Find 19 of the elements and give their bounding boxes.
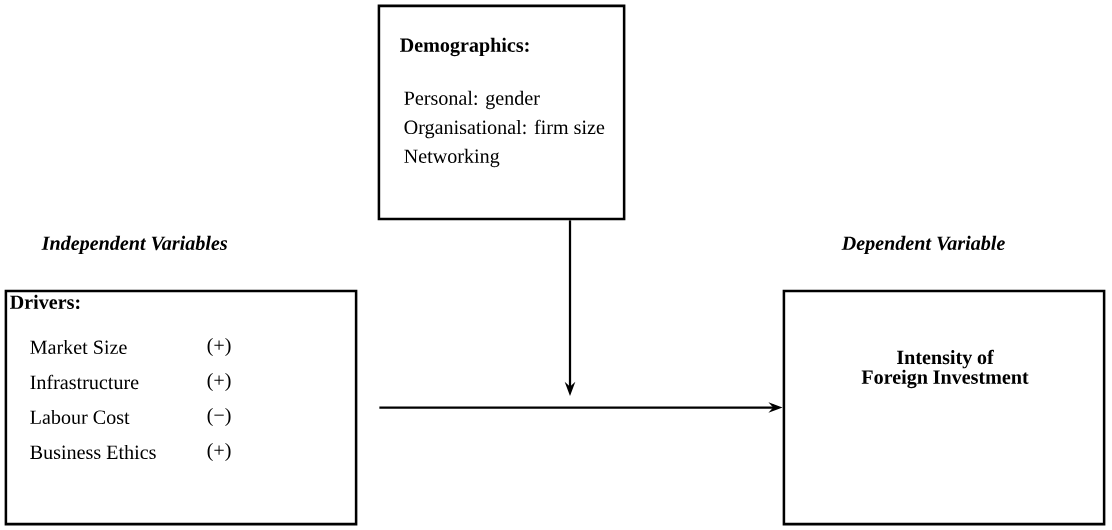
box-heading: Demographics:	[400, 37, 529, 57]
box-text: Labour Cost	[30, 409, 130, 425]
box-text: (+)	[207, 442, 231, 462]
box-text: Business Ethics	[30, 444, 156, 460]
box-text: Organisational: firm size	[404, 119, 605, 139]
box-text: Intensity of Foreign Investment	[861, 349, 1029, 389]
variable-label: Dependent Variable	[841, 235, 1005, 255]
variable-box	[377, 4, 626, 221]
box-text: (−)	[207, 407, 231, 427]
box-text: (+)	[207, 337, 231, 357]
variable-box	[782, 289, 1106, 526]
box-text: Personal: gender	[404, 90, 540, 110]
variable-label: Independent Variables	[41, 235, 228, 255]
box-text: (+)	[207, 372, 231, 392]
box-text: Infrastructure	[30, 374, 139, 390]
box-text: Market Size	[30, 339, 127, 355]
variable-box	[4, 289, 358, 526]
box-heading: Drivers:	[10, 294, 80, 310]
box-text: Networking	[404, 148, 500, 168]
